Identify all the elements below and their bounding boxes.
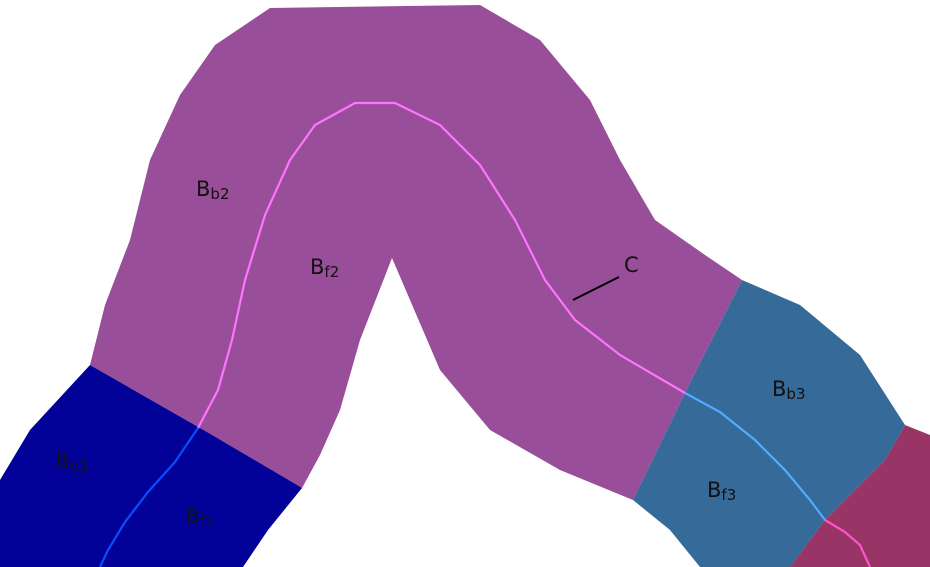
label-bb2: Bb2 bbox=[196, 177, 230, 203]
segment-1-region bbox=[0, 365, 302, 567]
centerline-segment-3 bbox=[684, 392, 826, 521]
pointer-line-c bbox=[572, 276, 620, 301]
centerline-segment-2 bbox=[197, 101, 686, 429]
segment-4-region bbox=[790, 425, 930, 567]
label-bf3: Bf3 bbox=[707, 478, 736, 504]
centerline-segment-4 bbox=[824, 519, 872, 567]
label-bb1: Bb1 bbox=[55, 449, 89, 475]
segment-3-region bbox=[633, 280, 905, 567]
label-bf2: Bf2 bbox=[310, 255, 339, 281]
label-c: C bbox=[624, 253, 639, 277]
centerline-segment-1 bbox=[99, 427, 199, 567]
label-bb3: Bb3 bbox=[772, 377, 806, 403]
label-bf1: Bf1 bbox=[185, 504, 214, 530]
segment-2-region bbox=[90, 5, 742, 500]
